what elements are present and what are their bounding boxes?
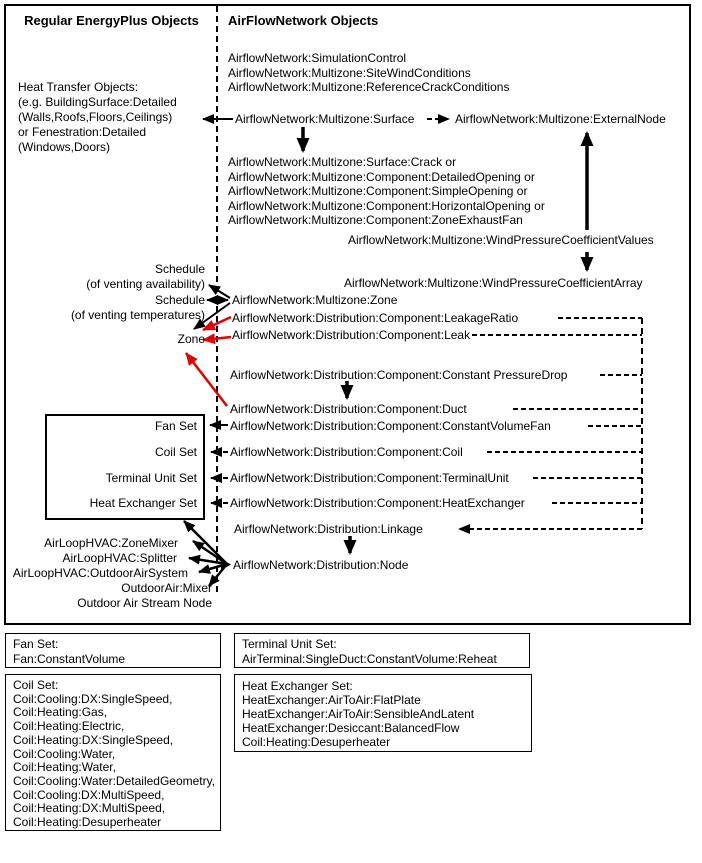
arrow-duct-to-zone <box>185 352 228 407</box>
arrow-leakageratio-to-zone <box>202 315 232 332</box>
heat-transfer-line: Heat Transfer Objects: <box>18 80 139 94</box>
coil-set-legend-item: Coil:Heating:Gas, <box>13 705 108 720</box>
coil-set-legend-item: Coil:Heating:DX:MultiSpeed, <box>13 801 166 816</box>
coil-set-legend-item: Coil:Heating:Water, <box>13 760 116 775</box>
left-column-title: Regular EnergyPlus Objects <box>24 13 199 28</box>
outdoorair-mixer-label: OutdoorAir:Mixer <box>121 581 212 595</box>
heat-transfer-line: or Fenestration:Detailed <box>18 125 147 139</box>
fan-set-legend-text: Fan Set: Fan:ConstantVolume <box>13 637 125 667</box>
distribution-heat-exchanger-label: AirflowNetwork:Distribution:Component:He… <box>230 496 525 510</box>
distribution-node-label: AirflowNetwork:Distribution:Node <box>233 558 409 572</box>
heat-transfer-objects-block: Heat Transfer Objects: (e.g. BuildingSur… <box>18 80 177 155</box>
diagram-outer-border <box>4 4 691 625</box>
surface-components-block: AirflowNetwork:Multizone:Surface:Crack o… <box>228 155 545 228</box>
schedule-availability-label: Schedule <box>154 262 205 276</box>
fan-set-legend-title: Fan Set: <box>13 637 59 651</box>
arrow-multizone-zone-to-zone <box>193 302 231 330</box>
sitewindconditions-label: AirflowNetwork:Multizone:SiteWindConditi… <box>228 65 471 80</box>
zone-label: Zone <box>177 332 205 346</box>
heat-exchanger-set-legend-text: Heat Exchanger Set: HeatExchanger:AirToA… <box>242 679 474 749</box>
heat-transfer-line: (Walls,Roofs,Floors,Ceilings) <box>18 110 173 124</box>
fan-set-legend-box: Fan Set: Fan:ConstantVolume <box>5 633 221 668</box>
constant-pressure-drop-label: AirflowNetwork:Distribution:Component:Co… <box>230 368 568 382</box>
terminal-unit-set-label: Terminal Unit Set <box>105 471 197 485</box>
coil-set-legend-item: Coil:Cooling:DX:SingleSpeed, <box>13 691 173 706</box>
heat-transfer-line: (e.g. BuildingSurface:Detailed <box>18 95 177 109</box>
multizone-surface-label: AirflowNetwork:Multizone:Surface <box>235 112 415 126</box>
leakage-ratio-label: AirflowNetwork:Distribution:Component:Le… <box>232 311 519 325</box>
heat-exchanger-set-legend-item: HeatExchanger:Desiccant:BalancedFlow <box>242 721 460 735</box>
heat-transfer-line: (Windows,Doors) <box>18 140 111 154</box>
outdoor-air-stream-node-label: Outdoor Air Stream Node <box>77 596 212 610</box>
surface-crack-label: AirflowNetwork:Multizone:Surface:Crack o… <box>228 155 457 169</box>
distribution-coil-label: AirflowNetwork:Distribution:Component:Co… <box>230 445 463 459</box>
simple-opening-label: AirflowNetwork:Multizone:Component:Simpl… <box>228 184 528 198</box>
duct-label: AirflowNetwork:Distribution:Component:Du… <box>230 402 467 416</box>
fan-set-label: Fan Set <box>154 419 197 433</box>
multizone-external-node-label: AirflowNetwork:Multizone:ExternalNode <box>455 112 666 126</box>
control-objects-block: AirflowNetwork:SimulationControl Airflow… <box>228 51 509 95</box>
schedule-temperature-sublabel: (of venting temperatures) <box>70 308 205 322</box>
constant-volume-fan-label: AirflowNetwork:Distribution:Component:Co… <box>230 419 551 433</box>
distribution-linkage-label: AirflowNetwork:Distribution:Linkage <box>234 522 423 536</box>
arrow-node-to-splitter <box>188 554 228 566</box>
simulation-control-label: AirflowNetwork:SimulationControl <box>228 51 407 65</box>
terminal-unit-set-legend-box: Terminal Unit Set: AirTerminal:SingleDuc… <box>234 633 530 668</box>
terminal-unit-set-legend-text: Terminal Unit Set: AirTerminal:SingleDuc… <box>242 637 497 667</box>
schedule-availability-sublabel: (of venting availability) <box>86 277 205 291</box>
coil-set-legend-item: Coil:Heating:Desuperheater <box>13 815 162 830</box>
zonemixer-label: AirLoopHVAC:ZoneMixer <box>44 536 178 550</box>
coil-set-legend-box: Coil Set: Coil:Cooling:DX:SingleSpeed, C… <box>5 674 221 831</box>
equipment-set-box <box>45 414 205 520</box>
splitter-label: AirLoopHVAC:Splitter <box>62 551 178 565</box>
fan-set-legend-item: Fan:ConstantVolume <box>13 652 126 666</box>
coil-set-legend-item: Coil:Heating:Electric, <box>13 719 125 734</box>
coil-set-legend-title: Coil Set: <box>13 678 59 692</box>
arrow-node-to-equipment-box <box>183 520 228 565</box>
wpc-values-label: AirflowNetwork:Multizone:WindPressureCoe… <box>348 233 654 247</box>
arrowhead-into-node <box>221 559 231 570</box>
wpc-array-label: AirflowNetwork:Multizone:WindPressureCoe… <box>344 276 643 290</box>
zone-exhaust-fan-label: AirflowNetwork:Multizone:Component:ZoneE… <box>228 213 523 227</box>
coil-set-legend-item: Coil:Cooling:Water, <box>13 746 116 761</box>
leak-label: AirflowNetwork:Distribution:Component:Le… <box>232 328 471 342</box>
referencecrackconditions-label: AirflowNetwork:Multizone:ReferenceCrackC… <box>228 80 510 94</box>
heat-exchanger-set-label: Heat Exchanger Set <box>89 496 197 510</box>
heat-exchanger-set-legend-box: Heat Exchanger Set: HeatExchanger:AirToA… <box>234 674 532 752</box>
horizontal-opening-label: AirflowNetwork:Multizone:Component:Horiz… <box>228 198 545 213</box>
coil-set-legend-item: Coil:Cooling:Water:DetailedGeometry, <box>13 773 216 788</box>
heat-exchanger-set-legend-title: Heat Exchanger Set: <box>242 679 353 693</box>
coil-set-label: Coil Set <box>154 445 197 459</box>
multizone-zone-label: AirflowNetwork:Multizone:Zone <box>232 293 398 307</box>
coil-set-legend-item: Coil:Heating:DX:SingleSpeed, <box>13 732 174 747</box>
right-column-title: AirFlowNetwork Objects <box>228 13 379 28</box>
distribution-terminal-unit-label: AirflowNetwork:Distribution:Component:Te… <box>230 471 509 485</box>
schedule-temperature-label: Schedule <box>154 293 205 307</box>
detailed-opening-label: AirflowNetwork:Multizone:Component:Detai… <box>228 169 535 184</box>
outdoorairsystem-label: AirLoopHVAC:OutdoorAirSystem <box>12 566 188 580</box>
terminal-unit-set-legend-title: Terminal Unit Set: <box>242 637 337 651</box>
terminal-unit-set-legend-item: AirTerminal:SingleDuct:ConstantVolume:Re… <box>242 652 497 666</box>
heat-exchanger-set-legend-item: HeatExchanger:AirToAir:SensibleAndLatent <box>242 707 475 721</box>
heat-exchanger-set-legend-item: HeatExchanger:AirToAir:FlatPlate <box>242 693 421 707</box>
coil-set-legend-item: Coil:Cooling:DX:MultiSpeed, <box>13 787 165 802</box>
heat-exchanger-set-legend-item: Coil:Heating:Desuperheater <box>242 735 391 749</box>
coil-set-legend-text: Coil Set: Coil:Cooling:DX:SingleSpeed, C… <box>13 678 216 830</box>
arrow-leak-to-zone <box>202 333 232 345</box>
arrow-zone-to-schedule-availability <box>208 284 231 299</box>
